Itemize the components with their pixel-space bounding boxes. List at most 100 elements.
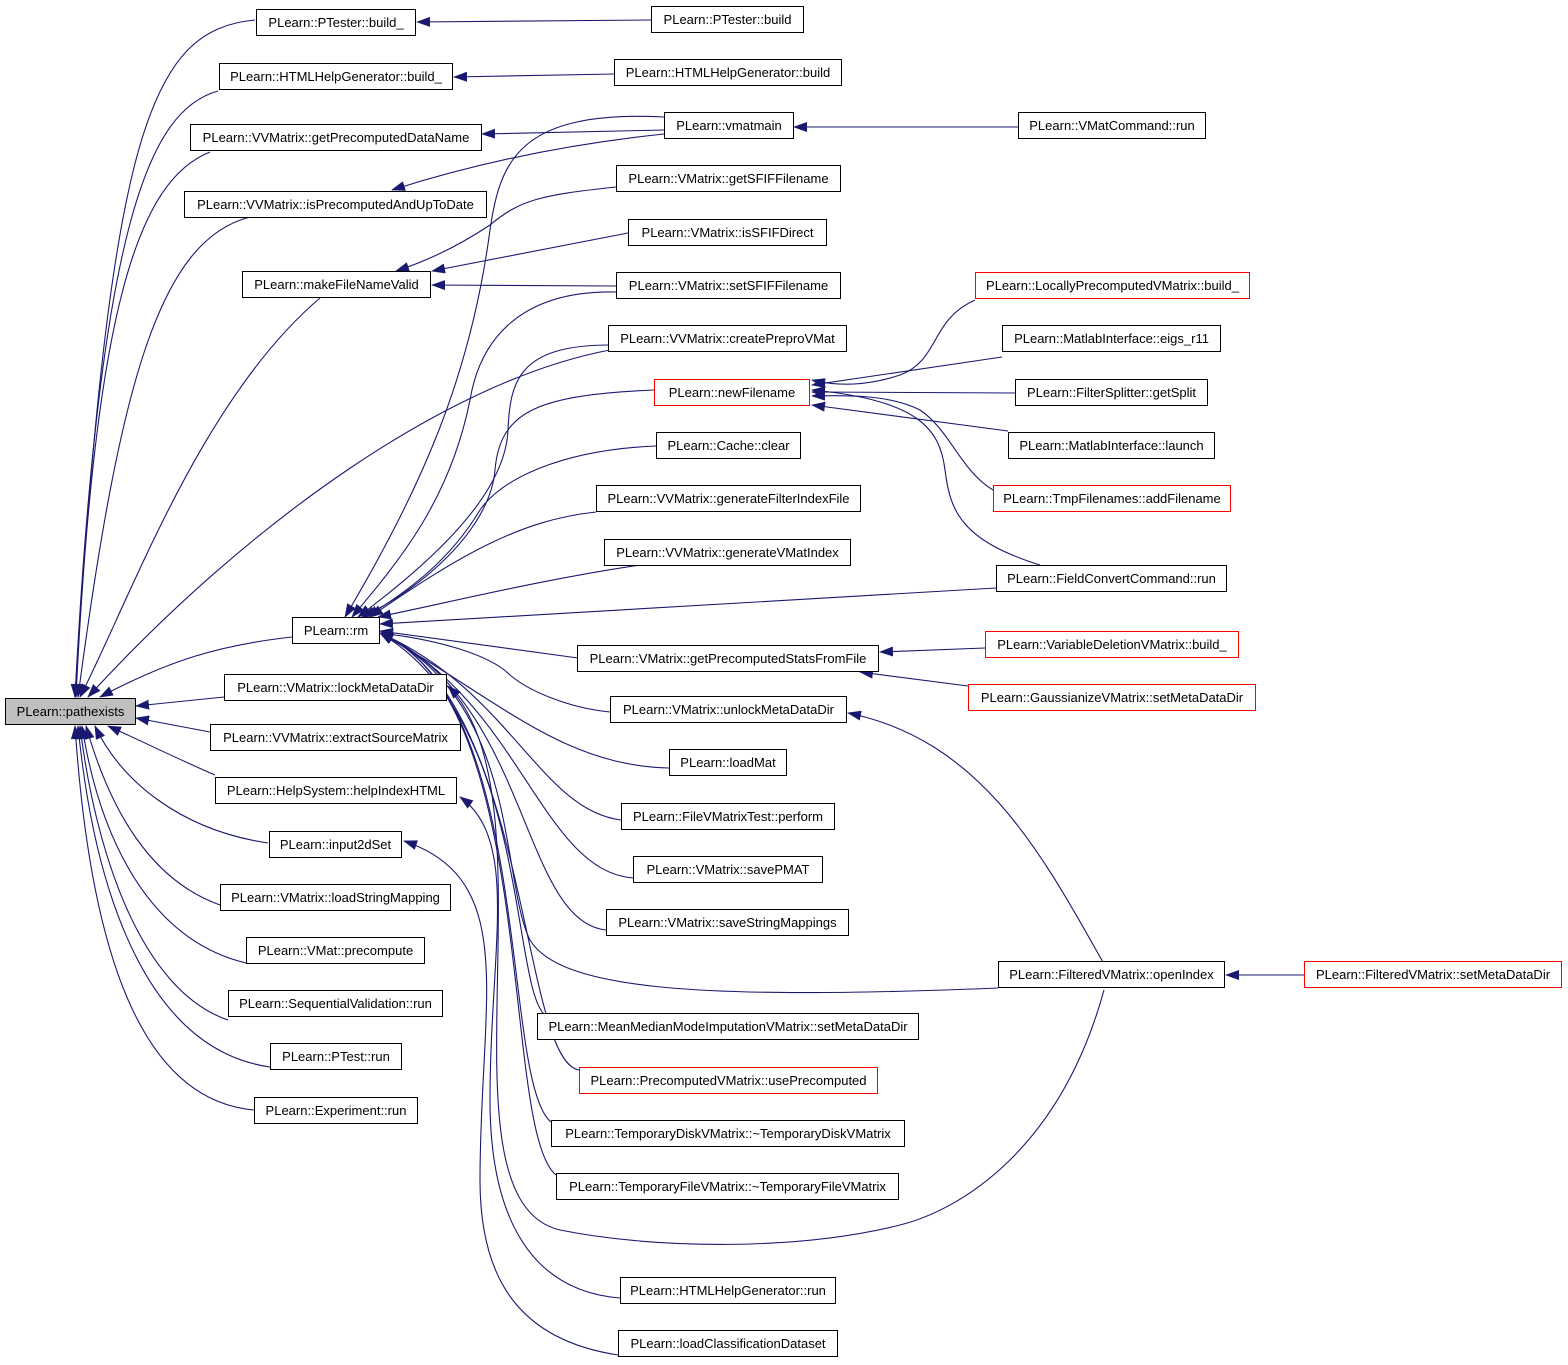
edge-rm-setsfiffilename: [351, 291, 617, 618]
edge-helpindex-htmlhgrun: [459, 796, 621, 1299]
edge-isprecomputedanduptodate: [74, 216, 251, 698]
edge-extractsourcematrix: [135, 715, 211, 733]
node-matlab-launch[interactable]: PLearn::MatlabInterface::launch: [1008, 432, 1215, 459]
node-lpvm-build_[interactable]: PLearn::LocallyPrecomputedVMatrix::build…: [975, 272, 1250, 299]
edge-rm-openindex: [379, 632, 999, 994]
node-fieldconvert-run[interactable]: PLearn::FieldConvertCommand::run: [996, 565, 1227, 592]
node-input2dset[interactable]: PLearn::input2dSet: [269, 831, 402, 858]
edge-input2dset-loadclass: [403, 840, 619, 1356]
node-loadclassificationdataset[interactable]: PLearn::loadClassificationDataset: [618, 1330, 838, 1357]
node-savestringmappings[interactable]: PLearn::VMatrix::saveStringMappings: [606, 909, 849, 936]
edge-rm-generatevmatindex: [377, 564, 641, 620]
edge-launch: [811, 401, 1009, 432]
edge-helpindexhtml: [107, 725, 216, 776]
node-seqval-run[interactable]: PLearn::SequentialValidation::run: [228, 990, 443, 1017]
node-vmat-precompute[interactable]: PLearn::VMat::precompute: [246, 937, 425, 964]
node-ptester-build_[interactable]: PLearn::PTester::build_: [256, 9, 416, 36]
edge-getprecomputedstats: [879, 646, 986, 657]
edge-rm-loadmat: [379, 632, 670, 769]
node-rm[interactable]: PLearn::rm: [292, 617, 380, 644]
edge-rm: [99, 636, 293, 698]
node-generatevmatindex[interactable]: PLearn::VVMatrix::generateVMatIndex: [604, 539, 851, 566]
node-eigs-r11[interactable]: PLearn::MatlabInterface::eigs_r11: [1002, 325, 1221, 352]
node-htmlhg-run[interactable]: PLearn::HTMLHelpGenerator::run: [620, 1277, 836, 1304]
node-experiment-run[interactable]: PLearn::Experiment::run: [254, 1097, 418, 1124]
edge-createpreprovmat: [87, 349, 611, 698]
edge-lockmetadatadir: [135, 696, 225, 710]
node-generatefilterindexfile[interactable]: PLearn::VVMatrix::generateFilterIndexFil…: [596, 485, 861, 512]
node-tempfile-dtor[interactable]: PLearn::TemporaryFileVMatrix::~Temporary…: [556, 1173, 899, 1200]
edge-htmlhg-build_: [70, 90, 219, 698]
edge-vmatmain-to-isprecomputed: [391, 133, 665, 191]
node-savepmat[interactable]: PLearn::VMatrix::savePMAT: [633, 856, 823, 883]
node-filevmatrixtest-perform[interactable]: PLearn::FileVMatrixTest::perform: [621, 803, 835, 830]
edge-getsfiffilename: [395, 186, 617, 272]
node-cache-clear[interactable]: PLearn::Cache::clear: [656, 432, 801, 459]
edge-issfifdirect: [431, 232, 629, 274]
edge-htmlhg-build: [453, 71, 615, 82]
node-meanmedian-setmetadatadir[interactable]: PLearn::MeanMedianModeImputationVMatrix:…: [537, 1013, 919, 1040]
node-makefilenamevalid[interactable]: PLearn::makeFileNameValid: [242, 271, 431, 298]
edge-rm-getprecomputedstats: [379, 627, 579, 659]
node-loadmat[interactable]: PLearn::loadMat: [669, 749, 787, 776]
node-setsfiffilename[interactable]: PLearn::VMatrix::setSFIFFilename: [616, 272, 841, 299]
edge-rm-savestringmappings: [379, 632, 607, 931]
edge-getprecomputeddataname: [71, 151, 211, 698]
edge-rm-fieldconvert: [379, 587, 997, 629]
node-filteredvm-openindex[interactable]: PLearn::FilteredVMatrix::openIndex: [998, 961, 1225, 988]
node-extractsourcematrix[interactable]: PLearn::VVMatrix::extractSourceMatrix: [210, 724, 461, 751]
edge-ptest-run: [74, 725, 271, 1068]
node-pathexists[interactable]: PLearn::pathexists: [5, 698, 136, 725]
node-htmlhg-build_[interactable]: PLearn::HTMLHelpGenerator::build_: [219, 63, 453, 90]
node-gaussianize-setmetadatadir[interactable]: PLearn::GaussianizeVMatrix::setMetaDataD…: [968, 684, 1256, 711]
node-isprecomputedanduptodate[interactable]: PLearn::VVMatrix::isPrecomputedAndUpToDa…: [184, 191, 487, 218]
node-newfilename[interactable]: PLearn::newFilename: [654, 379, 810, 406]
edge-rm-tempdisk: [379, 632, 552, 1123]
edge-input2dset: [94, 725, 269, 844]
node-getprecomputeddataname[interactable]: PLearn::VVMatrix::getPrecomputedDataName: [190, 124, 482, 151]
edge-rm-createpreprovmat: [357, 344, 611, 618]
node-issfifdirect[interactable]: PLearn::VMatrix::isSFIFDirect: [628, 219, 827, 246]
edge-rm-cache-clear: [365, 445, 657, 618]
node-vmatcommand-run[interactable]: PLearn::VMatCommand::run: [1018, 112, 1206, 139]
node-htmlhg-build[interactable]: PLearn::HTMLHelpGenerator::build: [614, 59, 842, 86]
edge-fieldconvert-newfilename: [811, 386, 1041, 566]
node-unlockmetadatadir[interactable]: PLearn::VMatrix::unlockMetaDataDir: [610, 696, 847, 723]
edge-ptester-build_: [70, 19, 256, 698]
edge-experiment-run: [70, 725, 255, 1111]
node-lockmetadatadir[interactable]: PLearn::VMatrix::lockMetaDataDir: [224, 674, 447, 701]
edge-openindex-to-unlock: [847, 710, 1105, 965]
edge-rm-filevmatrixtest: [379, 632, 622, 821]
node-useprecomputed[interactable]: PLearn::PrecomputedVMatrix::usePrecomput…: [579, 1067, 878, 1094]
node-ptest-run[interactable]: PLearn::PTest::run: [270, 1043, 402, 1070]
edge-seqval-run: [76, 725, 229, 1021]
node-addfilename[interactable]: PLearn::TmpFilenames::addFilename: [993, 485, 1231, 512]
node-tempdisk-dtor[interactable]: PLearn::TemporaryDiskVMatrix::~Temporary…: [551, 1120, 905, 1147]
edge-rm-vmatmain: [344, 115, 665, 618]
edge-lpvm: [811, 299, 976, 389]
edge-openindex-to-lock: [447, 685, 1105, 1245]
edge-rm-generatefilterindexfile: [369, 511, 597, 618]
node-filteredvm-setmetadatadir[interactable]: PLearn::FilteredVMatrix::setMetaDataDir: [1304, 961, 1562, 988]
edge-makefilenamevalid: [79, 297, 321, 698]
edge-rm-newfilename: [361, 389, 655, 618]
edge-loadstringmapping: [84, 725, 221, 906]
edge-eigs: [811, 356, 1003, 389]
node-ptester-build[interactable]: PLearn::PTester::build: [651, 6, 804, 33]
node-loadstringmapping[interactable]: PLearn::VMatrix::loadStringMapping: [220, 884, 451, 911]
edge-ptester-build: [416, 16, 652, 27]
edge-addfilename: [811, 390, 994, 491]
node-getprecomputedstatsfromfile[interactable]: PLearn::VMatrix::getPrecomputedStatsFrom…: [577, 645, 879, 672]
node-vmatmain[interactable]: PLearn::vmatmain: [664, 112, 794, 139]
node-vdvm-build_[interactable]: PLearn::VariableDeletionVMatrix::build_: [985, 631, 1239, 658]
node-getsplit[interactable]: PLearn::FilterSplitter::getSplit: [1015, 379, 1208, 406]
node-createpreprovmat[interactable]: PLearn::VVMatrix::createPreproVMat: [608, 325, 847, 352]
node-getsfiffilename[interactable]: PLearn::VMatrix::getSFIFFilename: [616, 165, 841, 192]
edge-setsfiffilename: [431, 280, 617, 291]
node-helpindexhtml[interactable]: PLearn::HelpSystem::helpIndexHTML: [215, 777, 457, 804]
edge-getsplit: [811, 387, 1016, 398]
edge-vmat-precompute: [79, 725, 247, 964]
edge-rm-unlock: [379, 629, 611, 713]
